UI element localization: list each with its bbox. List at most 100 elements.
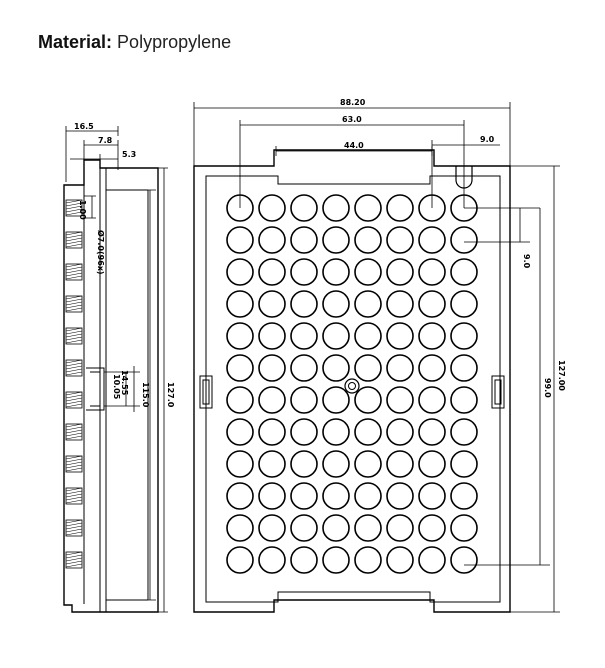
dim-side-width-line: [65, 126, 119, 182]
well: [354, 546, 382, 574]
well: [450, 258, 478, 286]
well: [322, 322, 350, 350]
well: [450, 322, 478, 350]
well: [418, 546, 446, 574]
side-hatch-line: [65, 333, 83, 338]
well: [418, 418, 446, 446]
dim-clip-b: 10.05: [112, 374, 121, 400]
dim-inner-length: 115.0: [141, 382, 150, 408]
well: [322, 354, 350, 382]
side-hatch-line: [65, 455, 83, 460]
side-hatch-line: [65, 266, 83, 271]
well: [386, 258, 414, 286]
well: [354, 258, 382, 286]
well: [418, 386, 446, 414]
side-hatch-cell: [65, 423, 83, 441]
dim-step-b: 5.3: [122, 150, 136, 159]
well: [290, 322, 318, 350]
plate-clip-left: [199, 375, 213, 409]
well: [290, 354, 318, 382]
side-hatch-line: [65, 298, 83, 303]
well: [418, 482, 446, 510]
side-hatch-line: [65, 522, 83, 527]
well: [322, 226, 350, 254]
well: [258, 450, 286, 478]
side-hatch-line: [65, 295, 83, 300]
well: [450, 450, 478, 478]
well: [226, 258, 254, 286]
well: [258, 514, 286, 542]
dim-side-length-line: [158, 167, 168, 613]
side-hatch-line: [65, 458, 83, 463]
well: [450, 226, 478, 254]
side-hatch-line: [65, 327, 83, 332]
well: [450, 290, 478, 318]
dim-hole-span-vertical: 99.0: [543, 378, 552, 398]
side-hatch-line: [65, 426, 83, 431]
well: [290, 258, 318, 286]
side-hatch-cell: [65, 295, 83, 313]
well: [354, 226, 382, 254]
well: [290, 514, 318, 542]
well: [386, 354, 414, 382]
well: [450, 386, 478, 414]
well: [354, 418, 382, 446]
side-hatch-line: [65, 275, 83, 280]
well: [290, 418, 318, 446]
side-hatch-cell: [65, 551, 83, 569]
well: [386, 514, 414, 542]
well: [290, 482, 318, 510]
side-hatch-line: [65, 563, 83, 568]
well: [322, 418, 350, 446]
well: [418, 322, 446, 350]
side-hatch-line: [65, 531, 83, 536]
side-hatch-line: [65, 432, 83, 437]
side-hatch-cell: [65, 231, 83, 249]
side-hatch-line: [65, 330, 83, 335]
well: [258, 258, 286, 286]
side-hatch-line: [65, 368, 83, 373]
side-hatch-line: [65, 528, 83, 533]
side-hatch-line: [65, 391, 83, 396]
well: [450, 482, 478, 510]
dim-hole-span-line: [239, 120, 465, 208]
side-hatch-line: [65, 554, 83, 559]
side-hatch-line: [65, 263, 83, 268]
dim-overall-width: 88.20: [340, 98, 366, 107]
side-hatch-line: [65, 429, 83, 434]
well: [418, 226, 446, 254]
well: [226, 418, 254, 446]
side-hatch-line: [65, 365, 83, 370]
material-value: Polypropylene: [117, 32, 232, 52]
side-hatch-line: [65, 237, 83, 242]
side-hatch-line: [65, 307, 83, 312]
well: [386, 226, 414, 254]
side-hatch-cell: [65, 519, 83, 537]
side-hatch-line: [65, 435, 83, 440]
side-hatch-line: [65, 394, 83, 399]
well: [322, 546, 350, 574]
well: [258, 194, 286, 222]
dim-step-a-line: [83, 140, 118, 160]
dim-edge-offset: 9.0: [480, 135, 495, 144]
side-hatch-line: [65, 551, 83, 556]
side-hatch-line: [65, 403, 83, 408]
dim-pitch: 9.0: [522, 254, 531, 269]
dim-edge-offset-line: [431, 140, 500, 208]
well: [386, 418, 414, 446]
dim-step-a: 7.8: [98, 136, 113, 145]
side-hatch-line: [65, 234, 83, 239]
well: [226, 546, 254, 574]
side-hatch-line: [65, 397, 83, 402]
well: [322, 194, 350, 222]
well: [322, 258, 350, 286]
side-hatch-line: [65, 202, 83, 207]
well: [354, 194, 382, 222]
dim-side-length: 127.0: [166, 382, 175, 408]
side-hatch-line: [65, 400, 83, 405]
side-hatch-line: [65, 519, 83, 524]
well: [226, 322, 254, 350]
well: [322, 450, 350, 478]
side-hatch-line: [65, 208, 83, 213]
well: [386, 194, 414, 222]
